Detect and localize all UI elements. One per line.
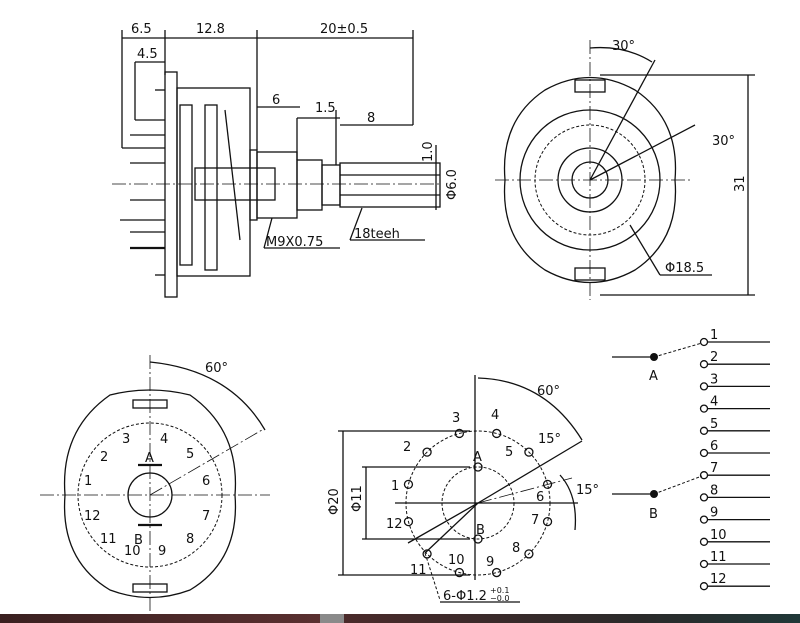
hole-2 [422,447,432,457]
dim-6-5: 6.5 [131,22,152,37]
teeth-label: 18teeh [354,227,400,242]
hole-pole-a: A [473,450,482,465]
rear-pin-11: 11 [100,532,117,547]
rear-pin-2: 2 [100,450,108,465]
dim-4-5: 4.5 [137,47,158,62]
contact-label: 5 [710,417,718,432]
tol-lower: −0.0 [490,594,509,603]
contact-label: 11 [710,550,727,565]
schematic-pole-a: A [649,369,658,384]
contact-8 [699,493,709,502]
diameter-label: Φ18.5 [665,261,704,276]
hole-3 [454,428,465,439]
outer-dia: Φ20 [327,488,342,515]
inner-dia: Φ11 [350,485,365,512]
contact-label: 3 [710,372,718,387]
hole-1 [403,479,414,490]
front-view: 30° 30° 31 Φ18.5 [495,39,755,300]
rear-pin-7: 7 [202,509,210,524]
contact-label: 12 [710,572,727,587]
hole-label-6: 6 [536,490,544,505]
rear-pin-10: 10 [124,544,141,559]
contact-label: 8 [710,483,718,498]
hole-6 [542,479,553,490]
hole-12 [403,516,414,527]
contact-9 [699,515,709,524]
dim-20: 20±0.5 [320,22,368,37]
height-dim: 31 [733,175,748,192]
rear-pin-12: 12 [84,509,101,524]
hole-8 [524,549,534,559]
hole-a [473,462,483,472]
dim-8: 8 [367,111,375,126]
bottom-edge-band [0,614,800,623]
contact-10 [699,537,709,546]
contact-5 [699,426,709,435]
hole-label-11: 11 [410,563,427,578]
hole-11 [422,549,432,559]
contact-label: 9 [710,506,718,521]
hole-label-1: 1 [391,479,399,494]
hole-angle-b: 15° [576,483,599,498]
hole-label-2: 2 [403,440,411,455]
side-view: 6.5 12.8 20±0.5 4.5 6 1.5 8 1.0 Φ6.0 M9X… [112,22,460,298]
hole-7 [542,516,553,527]
contact-6 [699,448,709,458]
hole-9 [491,567,502,578]
contact-label: 10 [710,528,727,543]
hole-label-12: 12 [386,517,403,532]
hole-label-9: 9 [486,555,494,570]
rear-pin-9: 9 [158,544,166,559]
rear-pin-4: 4 [160,432,168,447]
angle-top: 30° [612,39,635,54]
rear-pin-6: 6 [202,474,210,489]
contact-label: 2 [710,350,718,365]
contact-12 [699,582,709,591]
rear-pin-5: 5 [186,447,194,462]
tol-upper: +0.1 [490,586,509,595]
hole-pole-b: B [476,523,485,538]
contact-label: 4 [710,395,718,410]
hole-note: 6-Φ1.2 [443,589,487,604]
contact-label: 7 [710,461,718,476]
hole-label-7: 7 [531,513,539,528]
hole-5 [524,447,534,457]
schematic-pole-b: B [649,507,658,522]
hole-label-10: 10 [448,553,465,568]
dim-6: 6 [272,93,280,108]
hole-pattern-view: 60° 15° 15° Φ20 Φ11 1 2 3 4 5 6 7 8 9 10… [327,375,599,604]
hole-label-4: 4 [491,408,499,423]
hole-b [473,534,483,544]
contact-label: 6 [710,439,718,454]
angle-right: 30° [712,134,735,149]
dim-12-8: 12.8 [196,22,225,37]
rear-angle: 60° [205,361,228,376]
contact-1 [699,337,709,347]
contact-7 [699,471,709,480]
rear-rotor-b: B [134,533,143,548]
rear-pin-3: 3 [122,432,130,447]
hole-label-3: 3 [452,411,460,426]
dim-1-5: 1.5 [315,101,336,116]
contact-2 [699,360,709,369]
rear-rotor-a: A [145,451,154,466]
hole-angle-a: 15° [538,432,561,447]
hole-angle-main: 60° [537,384,560,399]
rear-view: 60° 1 2 3 4 5 6 7 8 9 10 11 12 A B [40,355,270,623]
contact-3 [699,382,709,391]
rear-pin-8: 8 [186,532,194,547]
rear-pin-1: 1 [84,474,92,489]
contact-label: 1 [710,328,718,343]
hole-10 [454,567,465,578]
hole-4 [491,428,502,439]
hole-label-5: 5 [505,445,513,460]
hole-label-8: 8 [512,541,520,556]
contact-11 [699,559,709,569]
dim-shaft-dia: Φ6.0 [445,169,460,200]
contact-4 [699,404,709,413]
dim-1-0: 1.0 [421,141,436,162]
thread-label: M9X0.75 [266,235,323,250]
